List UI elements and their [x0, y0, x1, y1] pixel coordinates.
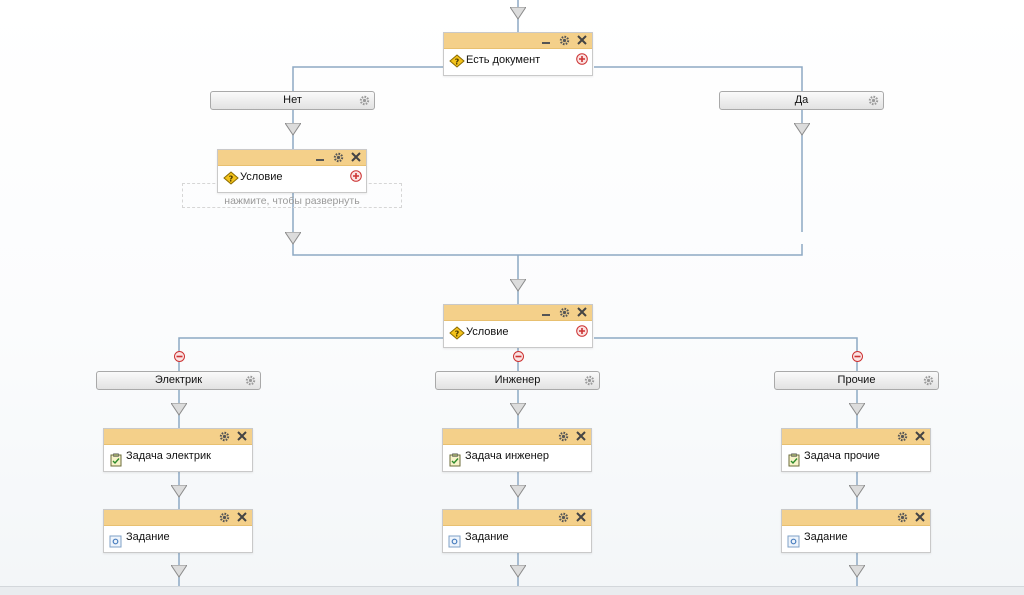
assignment-node-engineer[interactable]: Задание — [442, 509, 592, 553]
node-label: Условие — [466, 326, 509, 338]
node-label: Задача электрик — [126, 450, 211, 462]
condition-node-doc[interactable]: ? Есть документ — [443, 32, 593, 76]
node-header[interactable] — [782, 510, 930, 526]
assignment-icon — [109, 535, 125, 549]
close-icon[interactable] — [914, 430, 926, 442]
svg-text:?: ? — [229, 175, 234, 184]
gear-icon[interactable] — [868, 95, 879, 106]
branch-no[interactable]: Нет — [210, 91, 375, 110]
add-branch-icon[interactable] — [576, 325, 588, 337]
close-icon[interactable] — [350, 151, 362, 163]
node-header[interactable] — [443, 510, 591, 526]
task-node-other[interactable]: Задача прочие — [781, 428, 931, 472]
gear-icon[interactable] — [218, 430, 230, 442]
branch-engineer[interactable]: Инженер — [435, 371, 600, 390]
gear-icon[interactable] — [557, 430, 569, 442]
node-header[interactable] — [104, 510, 252, 526]
branch-yes[interactable]: Да — [719, 91, 884, 110]
condition-node-inner[interactable]: ? Условие — [217, 149, 367, 193]
task-icon — [109, 453, 125, 467]
remove-branch-icon[interactable] — [513, 351, 524, 362]
expand-hint-text: нажмите, чтобы развернуть — [224, 195, 360, 207]
flow-arrow — [285, 232, 301, 245]
assignment-node-electric[interactable]: Задание — [103, 509, 253, 553]
node-label: Задание — [126, 531, 170, 543]
flow-arrow — [849, 485, 865, 498]
node-label: Условие — [240, 171, 283, 183]
branch-label: Да — [794, 94, 809, 106]
minimize-icon[interactable] — [540, 306, 552, 318]
close-icon[interactable] — [576, 34, 588, 46]
node-label: Задача инженер — [465, 450, 549, 462]
task-icon — [448, 453, 464, 467]
node-header[interactable] — [443, 429, 591, 445]
minimize-icon[interactable] — [314, 151, 326, 163]
assignment-node-other[interactable]: Задание — [781, 509, 931, 553]
gear-icon[interactable] — [584, 375, 595, 386]
condition-icon: ? — [449, 326, 465, 340]
gear-icon[interactable] — [245, 375, 256, 386]
branch-other[interactable]: Прочие — [774, 371, 939, 390]
gear-icon[interactable] — [332, 151, 344, 163]
close-icon[interactable] — [236, 430, 248, 442]
condition-node-main[interactable]: ? Условие — [443, 304, 593, 348]
branch-label: Прочие — [837, 374, 876, 386]
node-header[interactable] — [218, 150, 366, 166]
close-icon[interactable] — [236, 511, 248, 523]
flow-arrow — [510, 403, 526, 416]
add-branch-icon[interactable] — [350, 170, 362, 182]
flow-arrow — [510, 279, 526, 292]
flow-arrow — [171, 485, 187, 498]
flow-arrow — [285, 123, 301, 136]
gear-icon[interactable] — [558, 34, 570, 46]
gear-icon[interactable] — [896, 511, 908, 523]
task-node-engineer[interactable]: Задача инженер — [442, 428, 592, 472]
node-header[interactable] — [444, 33, 592, 49]
close-icon[interactable] — [914, 511, 926, 523]
flow-arrow — [510, 565, 526, 578]
flow-arrow — [171, 565, 187, 578]
node-label: Задача прочие — [804, 450, 880, 462]
flow-arrow — [849, 403, 865, 416]
close-icon[interactable] — [575, 430, 587, 442]
svg-text:?: ? — [455, 330, 460, 339]
close-icon[interactable] — [576, 306, 588, 318]
gear-icon[interactable] — [558, 306, 570, 318]
node-header[interactable] — [782, 429, 930, 445]
close-icon[interactable] — [575, 511, 587, 523]
node-header[interactable] — [104, 429, 252, 445]
remove-branch-icon[interactable] — [852, 351, 863, 362]
add-branch-icon[interactable] — [576, 53, 588, 65]
node-label: Задание — [465, 531, 509, 543]
flow-arrow — [171, 403, 187, 416]
flow-arrow — [510, 485, 526, 498]
gear-icon[interactable] — [359, 95, 370, 106]
gear-icon[interactable] — [218, 511, 230, 523]
node-label: Есть документ — [466, 54, 541, 66]
gear-icon[interactable] — [557, 511, 569, 523]
gear-icon[interactable] — [923, 375, 934, 386]
condition-icon: ? — [223, 171, 239, 185]
assignment-icon — [448, 535, 464, 549]
svg-text:?: ? — [455, 58, 460, 67]
remove-branch-icon[interactable] — [174, 351, 185, 362]
task-node-electric[interactable]: Задача электрик — [103, 428, 253, 472]
gear-icon[interactable] — [896, 430, 908, 442]
flow-arrow — [849, 565, 865, 578]
flow-arrow — [510, 7, 526, 20]
flow-arrow — [794, 123, 810, 136]
assignment-icon — [787, 535, 803, 549]
node-header[interactable] — [444, 305, 592, 321]
task-icon — [787, 453, 803, 467]
horizontal-scrollbar[interactable] — [0, 586, 1024, 595]
branch-label: Электрик — [154, 374, 203, 386]
branch-label: Нет — [283, 94, 302, 106]
node-label: Задание — [804, 531, 848, 543]
condition-icon: ? — [449, 54, 465, 68]
branch-label: Инженер — [494, 374, 541, 386]
minimize-icon[interactable] — [540, 34, 552, 46]
branch-electric[interactable]: Электрик — [96, 371, 261, 390]
